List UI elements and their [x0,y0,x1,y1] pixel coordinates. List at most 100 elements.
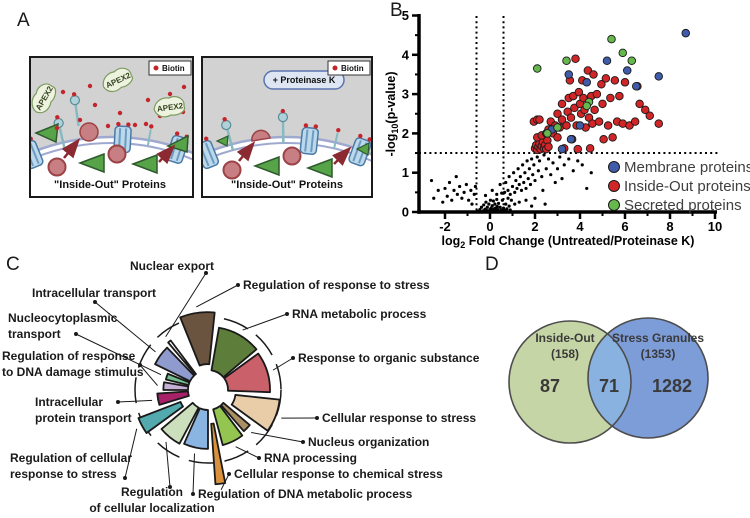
inserted-triangle-protein [166,134,189,154]
wedge-regulation-of-dna-metabolic-process [183,407,209,450]
degraded-triangle-stub [215,135,229,147]
x-tick-label: 6 [621,219,628,234]
x-tick-label: 2 [531,219,538,234]
export-arrow [61,138,81,159]
inside-ball-protein [107,144,127,164]
x-tick-label: 10 [708,219,722,234]
donut-label: of cellular localization [89,501,214,515]
legend-label: Membrane proteins [624,159,750,176]
export-arrow [156,144,176,165]
x-tick-label: -2 [439,219,451,234]
donut-wedges [137,311,281,486]
inside-triangle-protein [305,157,333,179]
series-secreted-proteins [532,34,636,138]
venn-right-size: (1353) [641,347,676,361]
y-tick-label: 4 [402,47,410,62]
panel-c-label: C [6,254,20,275]
legend-marker-2 [608,180,620,192]
biotin-legend: Biotin [148,60,192,76]
venn-left-title: Inside-Out [535,331,594,345]
y-tick-label: 1 [402,165,409,180]
x-tick-label: 0 [486,219,493,234]
wedge-rna-metabolic-process [210,326,258,379]
box-border [29,56,194,198]
donut-label: Intracellular transport [32,286,156,300]
apex2-enzyme: APEX2 [30,80,60,117]
biotin-legend: Biotin [327,60,371,76]
wedge-regulation-of-response-to-stress [179,311,216,367]
venn-right-count: 1282 [652,376,692,396]
donut-label: Nucleocytoplasmic [8,311,118,325]
inside-ball-protein [47,157,67,177]
venn-right-title: Stress Granules [612,331,704,345]
legend-label: Inside-Out proteins [624,178,750,195]
y-tick-label: 0 [402,205,409,220]
inside-ball-protein [282,146,302,166]
donut-label: to DNA damage stimulus [2,365,144,379]
x-tick-label: 8 [666,219,673,234]
wedge-intracellular-transport [154,346,196,383]
biotin-legend-label: Biotin [341,64,364,73]
donut-label: Response to organic substance [298,351,480,365]
donut-label: Regulation of DNA metabolic process [198,487,413,501]
proteinase-k-pill: + Proteinase K [263,70,345,90]
wedge-regulation-of-cellular-localization [160,401,200,445]
venn-left-count: 87 [540,376,560,396]
panel-a-schematic: APEX2 APEX2 APEX2 "Inside-Out" Proteins [29,56,373,198]
wedge-regulation-of-response-to-dna-damage-stimulus [162,381,190,391]
apex2-label: APEX2 [156,101,184,114]
donut-label: transport [8,327,61,341]
legend-marker-1 [608,161,620,173]
wedge-nucleus-organization [220,401,251,433]
donut-label: Regulation of response to stress [243,278,430,292]
donut-label: Regulation [121,485,183,499]
y-tick-label: 3 [402,87,409,102]
wedge-response-to-organic-substance [223,352,271,394]
donut-label: Regulation of response [2,349,136,363]
inside-triangle-protein [77,152,105,174]
membrane-inner-arc [202,142,372,163]
donut-label: RNA processing [264,451,357,465]
inside-out-caption: "Inside-Out" Proteins [54,179,166,191]
series-membrane-proteins [547,28,691,154]
venn-left-size: (158) [551,347,579,361]
wedge-cellular-response-to-stress [230,394,281,432]
panel-a-proteinase-box: + Proteinase K "Inside-Out" Proteins Bio… [201,56,373,198]
degraded-ball-stub [251,129,271,142]
inside-triangle-protein [252,155,280,177]
donut-label: Intracellular [35,395,103,409]
donut-label: Nuclear export [130,259,214,273]
biotin-legend-dot [153,65,159,71]
y-axis-label: -log10(p-value) [385,71,400,156]
legend-label: Secreted proteins [624,197,742,214]
donut-label: Regulation of cellular [10,451,132,465]
donut-label: Cellular response to stress [322,411,476,425]
series-non-significant [429,149,593,213]
legend-marker-3 [608,199,620,211]
apex2-enzyme: APEX2 [98,64,136,96]
box-border [201,56,373,198]
x-axis-label: log2 Fold Change (Untreated/Proteinase K… [442,234,695,250]
docked-ball-protein [79,122,99,142]
donut-label: RNA metabolic process [292,307,427,321]
venn-overlap-count: 71 [599,376,619,396]
y-tick-label: 2 [402,126,409,141]
wedge-regulation-of-cellular-response-to-stress [137,401,184,434]
inserted-triangle-protein [34,122,59,144]
wedge-cellular-response-to-chemical-stress [210,422,227,486]
x-tick-label: 4 [576,219,584,234]
membrane-inner-arc [30,142,193,161]
panel-b-label: B [390,0,403,21]
apex2-enzyme: APEX2 [152,94,187,119]
inside-out-caption: "Inside-Out" Proteins [231,179,343,191]
panel-a-label: A [17,10,30,31]
wedge-intracellular-protein-transport [156,390,190,406]
axes [412,14,717,219]
degraded-triangle-stub [355,141,370,156]
venn-overlap [588,321,631,438]
donut-label: Nucleus organization [308,435,429,449]
